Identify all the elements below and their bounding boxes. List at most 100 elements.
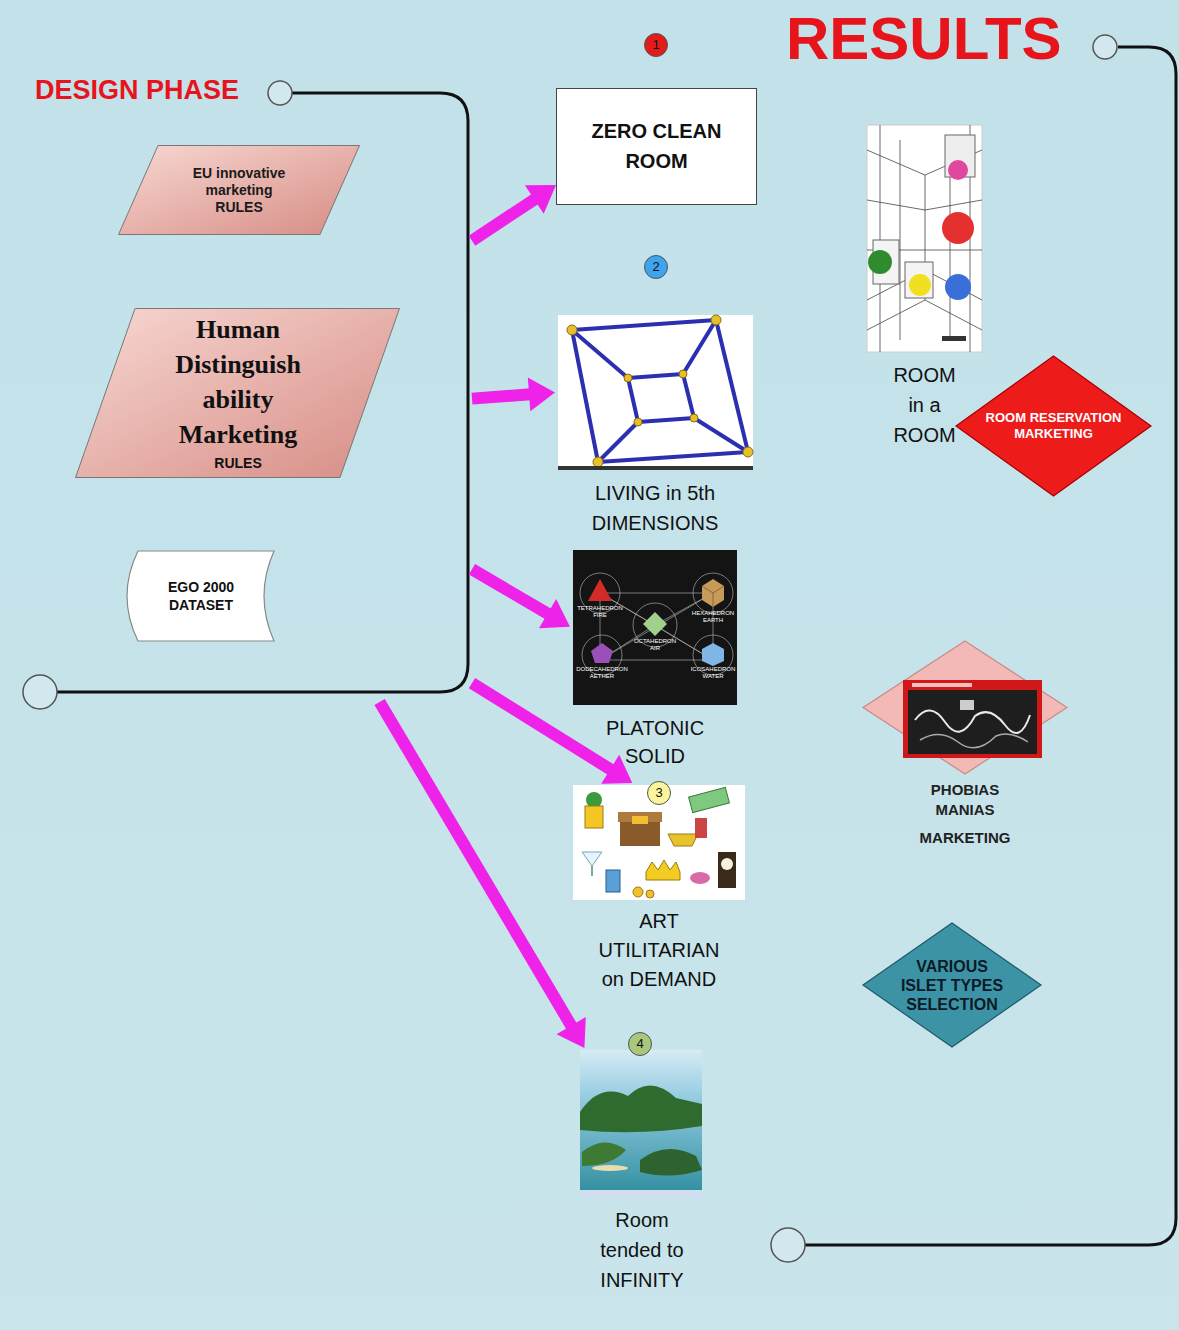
arrow-head [528, 377, 555, 411]
art-objects-picture [646, 860, 680, 880]
node-text: Human Distinguish ability Marketing [160, 312, 316, 452]
process-box [557, 89, 757, 205]
room-in-room-picture [948, 160, 968, 180]
connector [472, 185, 556, 241]
arrow-head [525, 185, 556, 214]
node-text: LIVING in 5th DIMENSIONS [573, 478, 737, 538]
phase-group: DESIGN PHASE EU innovative marketing RULE… [10, 70, 472, 702]
phobias-picture [912, 683, 972, 687]
island-picture [580, 1050, 702, 1198]
platonic-solids-picture [573, 550, 737, 705]
platonic-solids-picture [591, 643, 613, 663]
node-text: ART UTILITARIAN on DEMAND [589, 907, 729, 994]
callout-number-holder: 1 [644, 33, 668, 57]
platonic-solids-picture [702, 586, 724, 607]
connector-line [472, 569, 554, 617]
bracket-end [23, 675, 57, 709]
art-objects-picture [646, 890, 654, 898]
room-in-room-picture [945, 274, 971, 300]
illustration-part [679, 370, 687, 378]
illustration-part [580, 573, 733, 675]
element-name-holder: AIR [623, 645, 687, 652]
illustration-part [711, 315, 721, 325]
room-in-room-picture [909, 274, 931, 296]
callout-number-holder: 4 [628, 1032, 652, 1056]
callout-number: 2 [644, 255, 668, 279]
section-title-holder: RESULTS [786, 6, 1116, 72]
node-text: DESIGN PHASE [35, 74, 335, 106]
solid-name-holder: HEXAHEDRON [681, 610, 745, 617]
element-name-holder: AETHER [570, 673, 634, 680]
art-objects-picture [582, 852, 602, 866]
dataset-shape [120, 550, 275, 642]
phobias-picture [960, 700, 974, 710]
room-in-room-picture [867, 125, 982, 352]
element-name: AETHER [570, 673, 634, 680]
room-in-room-picture [867, 125, 982, 352]
illustration-part [628, 374, 694, 422]
phase-bracket [57, 93, 468, 692]
illustration-part [567, 325, 577, 335]
phase-bracket [805, 47, 1176, 1245]
platonic-solids-picture [573, 550, 737, 705]
dataset-shape: EGO 2000 DATASET [120, 550, 275, 642]
dataset-shape [127, 551, 274, 641]
solid-name: TETRAHEDRON [568, 605, 632, 612]
node-text: PLATONIC SOLID [590, 714, 720, 770]
process-box: ZERO CLEAN ROOM [556, 88, 757, 205]
solid-name-holder: DODECAHEDRON [570, 666, 634, 673]
room-in-room-picture [942, 336, 966, 341]
callout-number: 1 [644, 33, 668, 57]
rules-parallelogram: Human Distinguish ability MarketingRULES [75, 308, 400, 478]
illustration-part [743, 447, 753, 457]
node-text: VARIOUS ISLET TYPES SELECTION [897, 957, 1007, 1014]
solid-name: OCTAHEDRON [623, 638, 687, 645]
picture-node: ROOM in a ROOM [862, 122, 987, 457]
picture-node: Room tended to INFINITY [578, 1048, 706, 1308]
element-name: FIRE [568, 612, 632, 619]
picture-node: ART UTILITARIAN on DEMAND [570, 783, 748, 999]
phobias-picture [920, 734, 1028, 748]
bracket-end [771, 1228, 805, 1262]
connector-line [472, 394, 537, 399]
island-picture [580, 1085, 702, 1132]
solid-name-holder: OCTAHEDRON [623, 638, 687, 645]
illustration-part [572, 320, 748, 462]
node-text: EGO 2000 DATASET [153, 578, 249, 614]
illustration-part [624, 374, 632, 382]
platonic-solids-picture [702, 643, 724, 666]
connector-line [472, 195, 541, 240]
callout-number-holder: 3 [647, 781, 671, 805]
element-name-holder: EARTH [681, 617, 745, 624]
tesseract-picture [558, 315, 753, 470]
rules-parallelogram: EU innovative marketing RULES [118, 145, 360, 235]
art-objects-picture [695, 818, 707, 838]
platonic-solids-picture [643, 612, 667, 636]
island-picture [580, 1190, 702, 1198]
solid-name: DODECAHEDRON [570, 666, 634, 673]
art-objects-picture [591, 866, 593, 876]
rules-parallelogram [119, 146, 360, 235]
bracket-end [1093, 35, 1117, 59]
arrow-head [539, 599, 570, 628]
connector-line [380, 702, 576, 1032]
node-text: Room tended to INFINITY [598, 1205, 686, 1295]
solid-name: HEXAHEDRON [681, 610, 745, 617]
tesseract-picture [558, 315, 753, 470]
island-picture [580, 1050, 702, 1198]
element-name: AIR [623, 645, 687, 652]
solid-name: ICOSAHEDRON [681, 666, 745, 673]
process-box [556, 88, 757, 205]
connector [472, 377, 555, 411]
node-text: MARKETING [915, 828, 1015, 848]
element-name: WATER [681, 673, 745, 680]
node-text: ROOM in a ROOM [890, 360, 959, 450]
rules-parallelogram [76, 309, 400, 478]
node-text: EU innovative marketing RULES [186, 165, 292, 216]
illustration-part [572, 320, 748, 462]
connector [380, 702, 586, 1048]
illustration-part [572, 320, 748, 462]
callout-number: 4 [628, 1032, 652, 1056]
